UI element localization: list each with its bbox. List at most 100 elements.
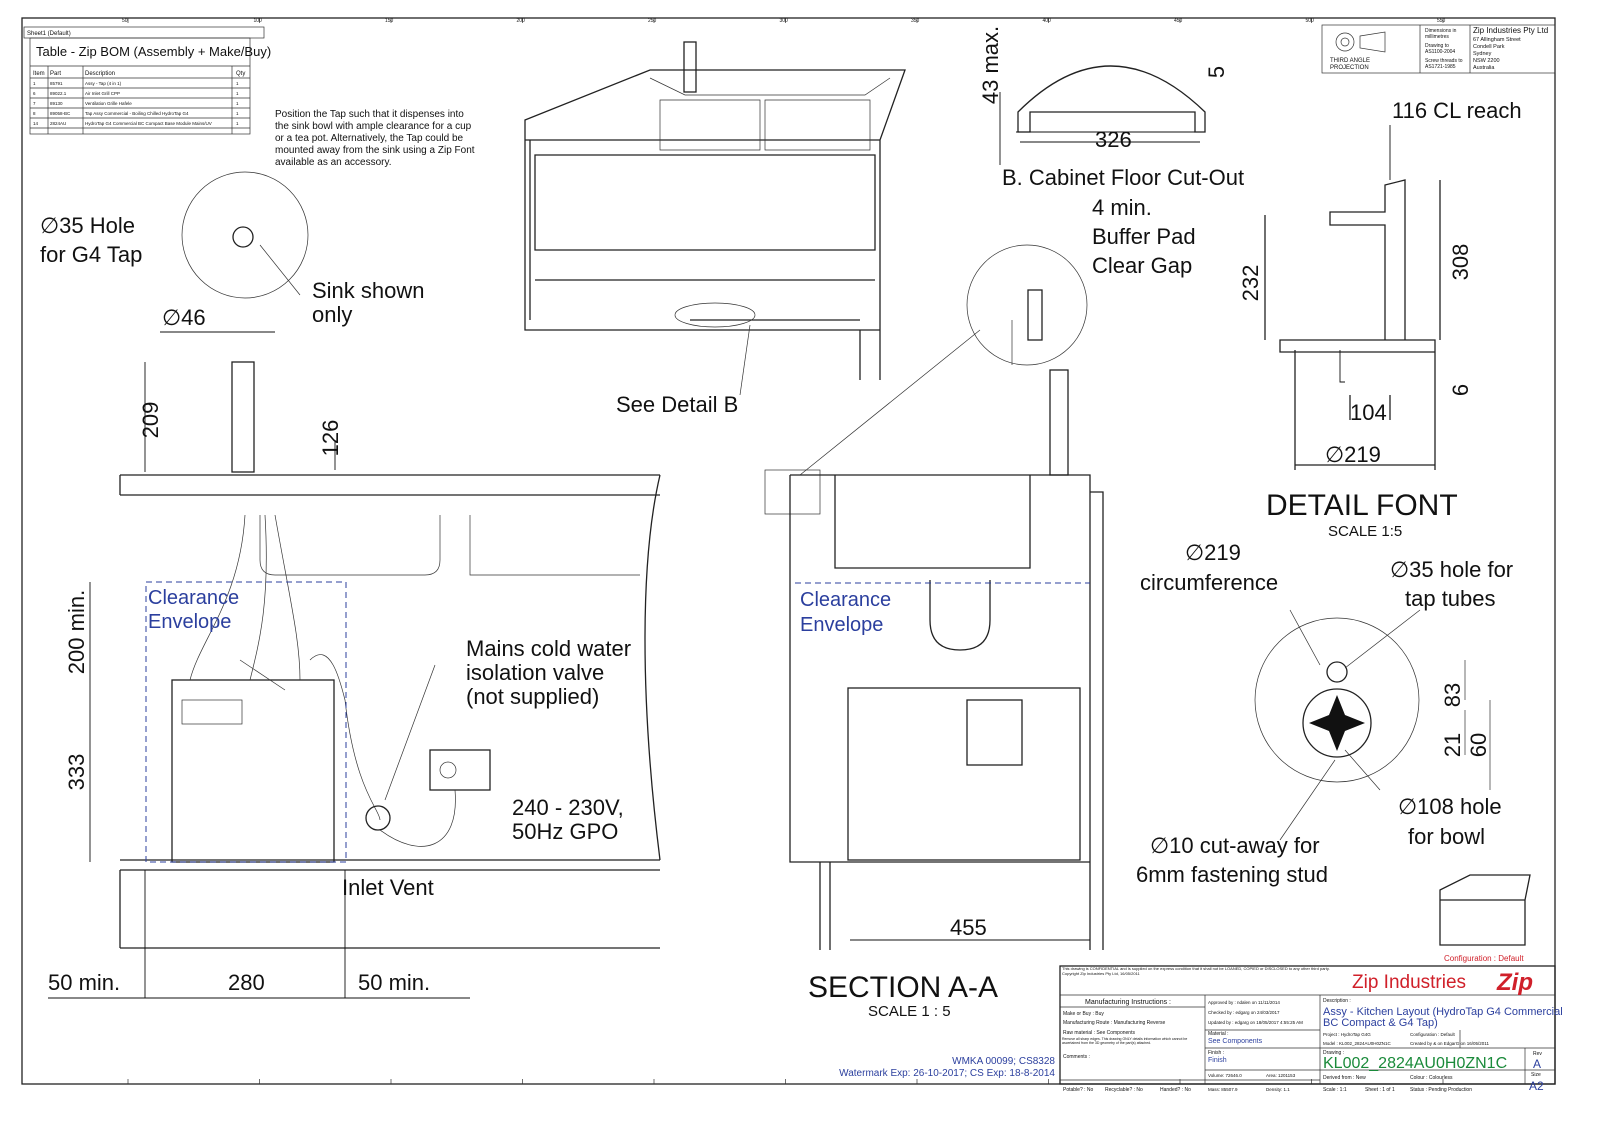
sheet-count: Sheet : 1 of 1 — [1365, 1087, 1395, 1093]
section-title: SECTION A-A — [808, 971, 998, 1004]
note-line: the sink bowl with ample clearance for a… — [275, 121, 472, 132]
mains-label-3: (not supplied) — [466, 684, 599, 709]
note-line: or a tea pot. Alternatively, the Tap cou… — [275, 133, 464, 144]
dim-104: 104 — [1350, 400, 1387, 425]
cutaway-label-1: ∅10 cut-away for — [1150, 833, 1320, 858]
edges-note: Remove all sharp edges. This drawing ONL… — [1062, 1037, 1188, 1046]
cutaway-label-2: 6mm fastening stud — [1136, 862, 1328, 887]
address-line: NSW 2200 — [1473, 58, 1500, 64]
address-line: Australia — [1473, 65, 1495, 71]
units-1: Dimensions in — [1425, 28, 1457, 34]
mass: Mass: 85507.9 — [1208, 1087, 1238, 1092]
address-line: 67 Allingham Street — [1473, 37, 1521, 43]
handed: Handed? : No — [1160, 1087, 1191, 1093]
bom-cell: 89130 — [50, 101, 63, 106]
bom-cell: 1 — [236, 111, 239, 116]
note-line: available as an accessory. — [275, 157, 392, 168]
mains-label-1: Mains cold water — [466, 636, 631, 661]
zip-logo: Zip — [1496, 969, 1533, 996]
ruler-tick-label: 50 — [122, 18, 128, 24]
drawing-number: KL002_2824AU0H0ZN1C — [1323, 1055, 1507, 1072]
hole-g4-label-2: for G4 Tap — [40, 242, 142, 267]
ruler-tick-label: 150 — [385, 18, 394, 24]
reach-label: 116 CL reach — [1392, 98, 1522, 123]
size-value: A2 — [1529, 1079, 1544, 1093]
bom-cell: 1 — [33, 81, 36, 86]
configuration: Configuration : Default — [1410, 1032, 1456, 1037]
bom-table: Sheet1 (Default) Table - Zip BOM (Assemb… — [23, 26, 271, 135]
volume: Volume: 72646.0 — [1208, 1073, 1242, 1078]
dim-209: 209 — [138, 402, 163, 439]
sheet-tab[interactable]: Sheet1 (Default) — [27, 31, 71, 37]
dim-308: 308 — [1448, 244, 1473, 281]
bom-title: Table - Zip BOM (Assembly + Make/Buy) — [36, 44, 271, 59]
projection-label-1: THIRD ANGLE — [1330, 58, 1370, 64]
bom-cell: 7 — [33, 101, 36, 106]
dim-83: 83 — [1440, 683, 1465, 707]
material-label: Material : — [1208, 1031, 1229, 1037]
circ-label-1: ∅219 — [1185, 540, 1241, 565]
mfg-title: Manufacturing Instructions : — [1085, 999, 1171, 1006]
front-elevation: Clearance Envelope — [48, 171, 661, 999]
section-scale: SCALE 1 : 5 — [868, 1003, 951, 1020]
tap-position-note: Position the Tap such that it dispenses … — [275, 109, 475, 168]
dim-455: 455 — [950, 915, 987, 940]
dim-126: 126 — [318, 420, 343, 457]
sink-shown-label-2: only — [312, 302, 352, 327]
ruler-tick-label: 300 — [780, 18, 789, 24]
address-line: Condell Park — [1473, 44, 1505, 50]
bom-cell: 2824AU — [50, 121, 66, 126]
colour: Colour : Colourless — [1410, 1075, 1453, 1081]
bom-cell: HydroTap G4 Commercial BC Compact Base M… — [85, 121, 212, 126]
detail-font — [1254, 125, 1491, 841]
mfg-route: Manufacturing Route : Manufacturing Reve… — [1063, 1020, 1165, 1026]
buffer-label-3: Clear Gap — [1092, 253, 1192, 278]
buffer-label-2: Buffer Pad — [1092, 224, 1196, 249]
description-label: Description : — [1323, 998, 1351, 1004]
address-line: Sydney — [1473, 51, 1492, 57]
confidential-notice: This drawing is CONFIDENTIAL and is supp… — [1062, 967, 1330, 976]
configuration-label: Configuration : Default — [1444, 954, 1524, 963]
dim-50-min-left: 50 min. — [48, 970, 120, 995]
bom-cell: 1 — [236, 91, 239, 96]
bom-cell: 6 — [33, 91, 36, 96]
hole-g4-label: ∅35 Hole — [40, 213, 135, 238]
size-label: Size — [1531, 1072, 1541, 1078]
checked-by: Checked by : edgarg on 24/03/2017 — [1208, 1010, 1280, 1015]
scale: Scale : 1:1 — [1323, 1087, 1347, 1093]
ruler-tick-label: 200 — [517, 18, 526, 24]
bom-cell: Assy - Tap (4 in 1) — [85, 81, 122, 86]
finish-label: Finish : — [1208, 1050, 1224, 1056]
bom-cell: 1 — [236, 101, 239, 106]
dim-60: 60 — [1466, 733, 1491, 757]
rev-value: A — [1533, 1057, 1541, 1071]
rev-label: Rev — [1533, 1051, 1542, 1057]
created-by: Created by & on EdgarG on 16/05/2011 — [1410, 1041, 1489, 1046]
bom-cell: 89058-BC — [50, 111, 71, 116]
mains-label-2: isolation valve — [466, 660, 604, 685]
ruler-tick-label: 400 — [1043, 18, 1052, 24]
bom-cell: 89022.1 — [50, 91, 67, 96]
hole35-label-1: ∅35 hole for — [1390, 557, 1513, 582]
dim-200-min: 200 min. — [64, 590, 89, 674]
potable: Potable? : No — [1063, 1087, 1094, 1093]
bom-cell: Air Inlet Grill CPP — [85, 91, 120, 96]
drawing-label: Drawing : — [1323, 1050, 1344, 1056]
note-line: mounted away from the sink using a Zip F… — [275, 145, 475, 156]
sheet-border — [21, 17, 1556, 1085]
bom-header: Qty — [236, 71, 245, 77]
ruler-tick-label: 500 — [1306, 18, 1315, 24]
dim-6: 6 — [1448, 384, 1473, 396]
derived-from: Derived from : New — [1323, 1075, 1366, 1081]
updated-by: Updated by : edgarg on 18/05/2017 4:55:2… — [1208, 1020, 1303, 1025]
standard-1: Drawing to — [1425, 43, 1449, 49]
watermark-line-2: Watermark Exp: 26-10-2017; CS Exp: 18-8-… — [839, 1068, 1055, 1079]
dim-5: 5 — [1204, 66, 1229, 78]
dim-333: 333 — [64, 754, 89, 791]
density: Density: 1.1 — [1266, 1087, 1290, 1092]
bom-header: Description — [85, 71, 115, 77]
description-line-2: BC Compact & G4 Tap) — [1323, 1017, 1438, 1029]
threads-1: Screw threads to — [1425, 58, 1463, 64]
dim-46: ∅46 — [162, 305, 206, 330]
dim-43-max: 43 max. — [978, 26, 1003, 104]
